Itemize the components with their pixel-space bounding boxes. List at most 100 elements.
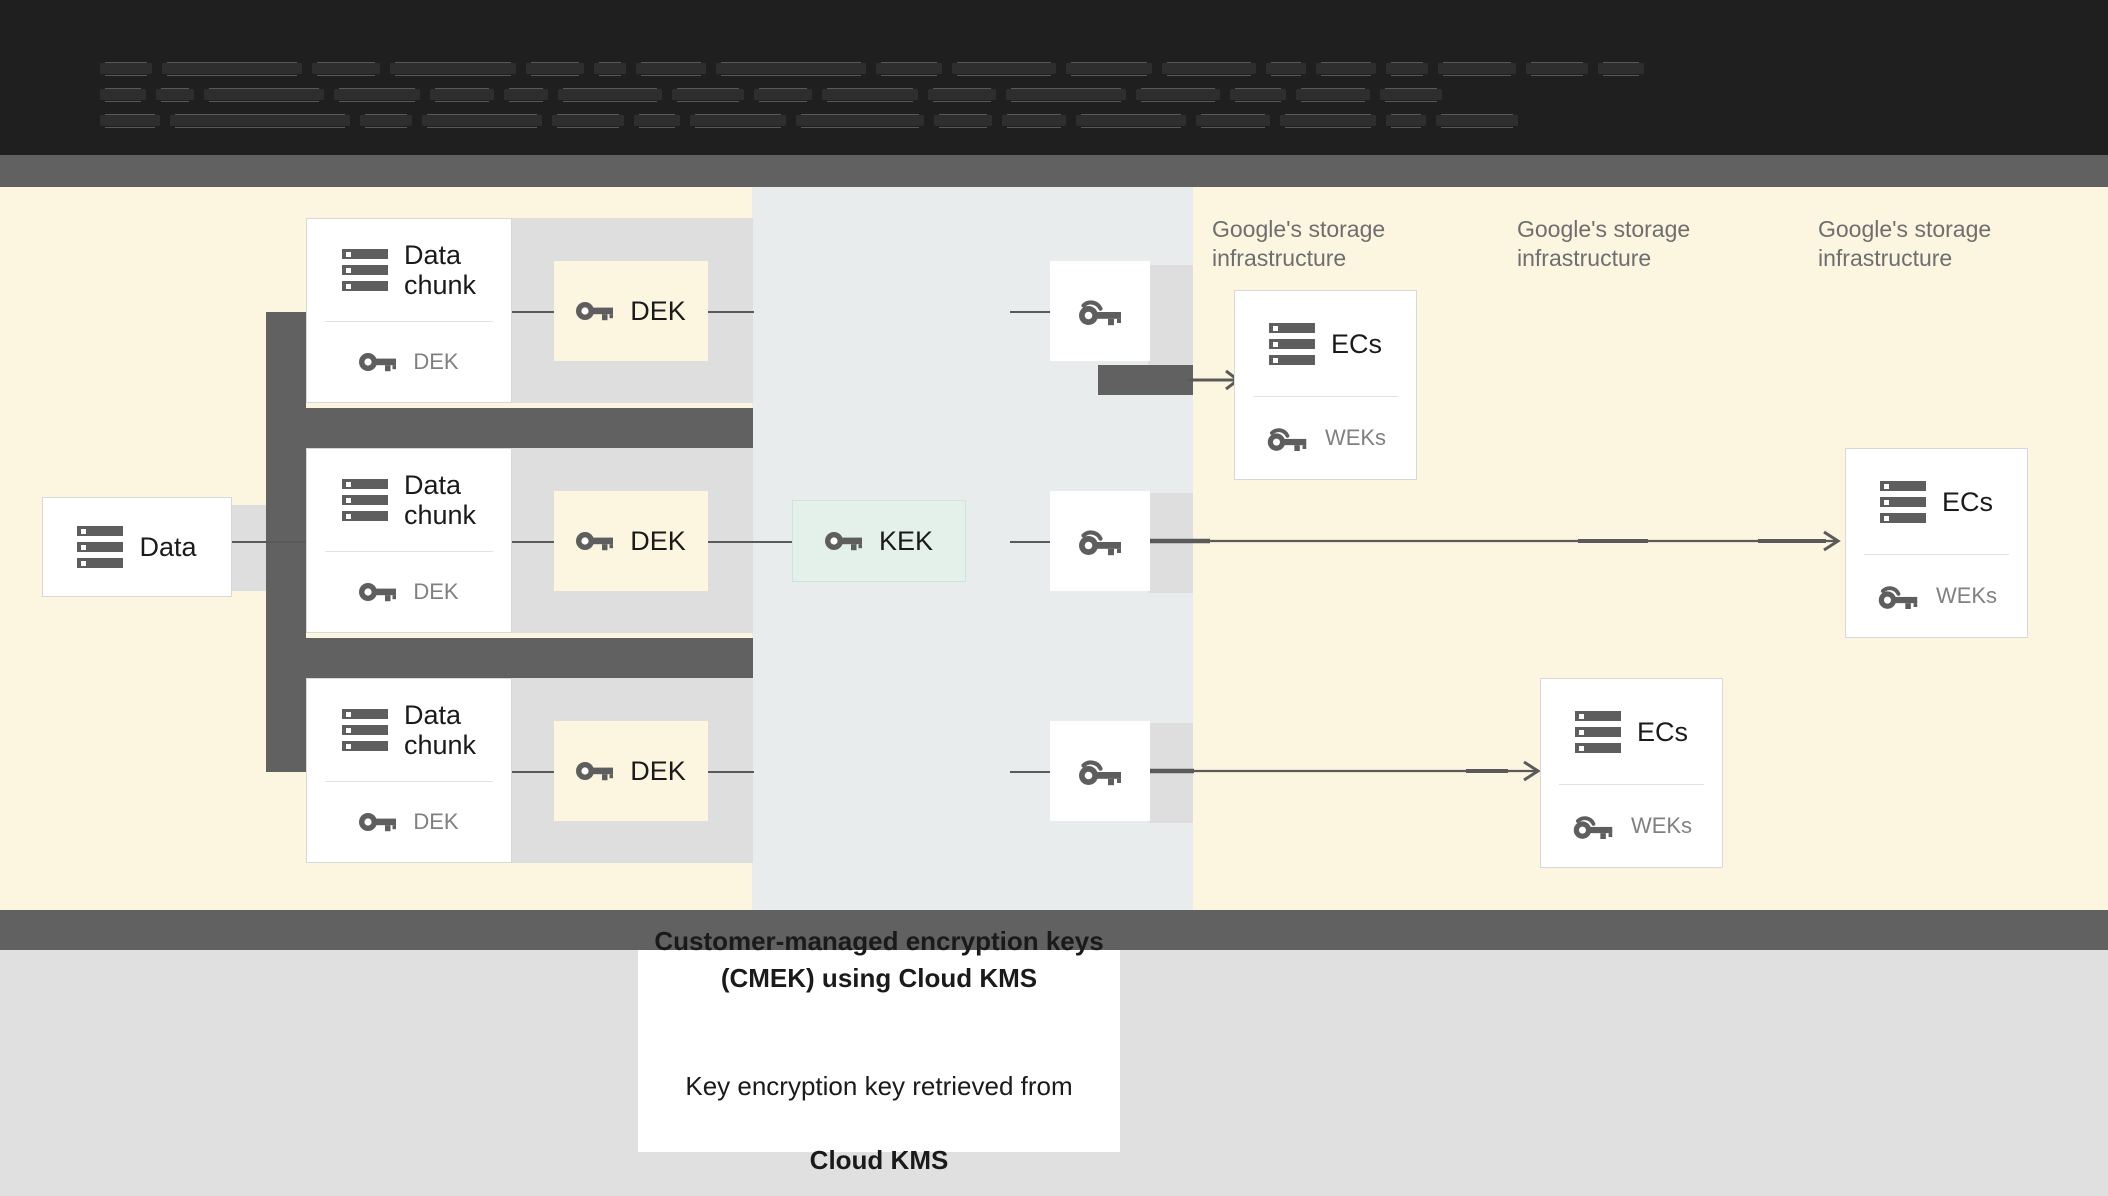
data-chunk-card-2[interactable]: Data chunk DEK	[306, 448, 512, 633]
obscured-text-token	[1076, 114, 1186, 126]
key-icon	[576, 302, 614, 321]
chunk-key-label-3: DEK	[413, 809, 459, 835]
wrapped-key-icon	[1878, 586, 1918, 610]
dek-card-1[interactable]: DEK	[554, 261, 708, 361]
obscured-text-token	[312, 62, 380, 74]
obscured-text-token	[1316, 62, 1376, 74]
obscured-text-token	[526, 62, 584, 74]
obscured-text-token	[558, 88, 662, 100]
line-dek1-out	[708, 311, 754, 313]
key-icon	[359, 813, 397, 832]
bottom-grey-divider	[0, 910, 2108, 950]
wrapped-key-icon	[1573, 816, 1613, 840]
obscured-text-token	[1386, 62, 1428, 74]
data-source-label: Data	[139, 531, 197, 562]
wrapped-key-icon	[1079, 760, 1121, 786]
caption-title: Customer-managed encryption keys (CMEK) …	[654, 926, 1104, 994]
obscured-text-token	[1438, 62, 1516, 74]
caption-box: Customer-managed encryption keys (CMEK) …	[638, 926, 1120, 1175]
obscured-text-token	[1002, 114, 1066, 126]
ecs-title-3: ECs	[1636, 716, 1688, 747]
ecs-card-1[interactable]: ECs WEKs	[1234, 290, 1417, 480]
obscured-text-token	[1380, 88, 1442, 100]
obscured-text-token	[822, 88, 918, 100]
dek-label-2: DEK	[630, 525, 686, 556]
obscured-text-token	[934, 114, 992, 126]
wrapped-key-card-3[interactable]	[1050, 721, 1150, 821]
server-icon	[1879, 480, 1926, 523]
obscured-text-token	[754, 88, 812, 100]
data-chunk-card-3[interactable]: Data chunk DEK	[306, 678, 512, 863]
obscured-text-token	[100, 88, 146, 100]
infra-label-2: Google's storage infrastructure	[1517, 216, 1691, 271]
card-divider	[325, 321, 493, 323]
arrow-to-ecs-2	[1148, 530, 1841, 552]
server-icon	[77, 526, 124, 568]
line-dek3-out	[708, 771, 754, 773]
chunk-key-row-3: DEK	[307, 782, 511, 862]
chunk-title-3: Data chunk	[403, 700, 477, 761]
top-dark-banner	[0, 0, 2108, 155]
dek-card-3[interactable]: DEK	[554, 721, 708, 821]
ecs-card-2[interactable]: ECs WEKs	[1845, 448, 2028, 638]
chunk-key-row-2: DEK	[307, 552, 511, 632]
obscured-text-token	[928, 88, 996, 100]
obscured-text-token	[100, 114, 160, 126]
data-chunk-card-1[interactable]: Data chunk DEK	[306, 218, 512, 403]
infra-label-1: Google's storage infrastructure	[1212, 216, 1386, 271]
infra-label-3: Google's storage infrastructure	[1818, 216, 1992, 271]
obscured-text-token	[1006, 88, 1126, 100]
obscured-text-row	[0, 107, 2108, 133]
ecs-header-1: ECs	[1235, 291, 1416, 396]
line-to-wrapped-1	[1010, 311, 1052, 313]
line-to-wrapped-3	[1010, 771, 1052, 773]
wrapped-key-icon	[1079, 300, 1121, 326]
card-divider	[1864, 554, 2009, 556]
key-icon	[359, 583, 397, 602]
server-icon	[341, 479, 388, 522]
ecs-title-2: ECs	[1941, 486, 1993, 517]
card-divider	[325, 781, 493, 783]
line-chunk1-to-dek1	[512, 311, 558, 313]
wrap-connector-1	[1098, 365, 1193, 395]
obscured-text-token	[552, 114, 624, 126]
obscured-text-token	[1162, 62, 1256, 74]
obscured-header-text	[0, 55, 2108, 135]
obscured-text-token	[170, 114, 350, 126]
key-icon	[359, 353, 397, 372]
dek-label-1: DEK	[630, 295, 686, 326]
server-icon	[341, 249, 388, 292]
data-source-card[interactable]: Data	[42, 497, 232, 597]
ecs-header-3: ECs	[1541, 679, 1722, 784]
obscured-text-token	[952, 62, 1056, 74]
chunk-key-label-2: DEK	[413, 579, 459, 605]
obscured-text-token	[162, 62, 302, 74]
ecs-card-3[interactable]: ECs WEKs	[1540, 678, 1723, 868]
line-dek2-out	[708, 541, 754, 543]
dek-label-3: DEK	[630, 755, 686, 786]
wrapped-key-card-2[interactable]	[1050, 491, 1150, 591]
arrow-to-ecs-3	[1148, 760, 1541, 782]
obscured-text-token	[1266, 62, 1306, 74]
line-chunk2-to-dek2	[512, 541, 558, 543]
obscured-text-token	[690, 114, 786, 126]
ecs-key-label-3: WEKs	[1630, 813, 1693, 839]
chunk-header-3: Data chunk	[307, 679, 511, 781]
obscured-text-token	[504, 88, 548, 100]
ecs-key-label-1: WEKs	[1324, 425, 1387, 451]
dek-card-2[interactable]: DEK	[554, 491, 708, 591]
fanout-branch-2	[266, 638, 753, 678]
line-chunk3-to-dek3	[512, 771, 558, 773]
obscured-text-row	[0, 81, 2108, 107]
key-icon	[576, 762, 614, 781]
chunk-title-2: Data chunk	[403, 470, 477, 531]
card-divider	[1253, 396, 1398, 398]
obscured-text-token	[156, 88, 194, 100]
kek-label: KEK	[878, 525, 934, 556]
ecs-title-1: ECs	[1330, 328, 1382, 359]
wrapped-key-card-1[interactable]	[1050, 261, 1150, 361]
kek-card[interactable]: KEK	[792, 500, 966, 582]
obscured-text-token	[1386, 114, 1426, 126]
key-icon	[824, 532, 862, 551]
ecs-header-2: ECs	[1846, 449, 2027, 554]
